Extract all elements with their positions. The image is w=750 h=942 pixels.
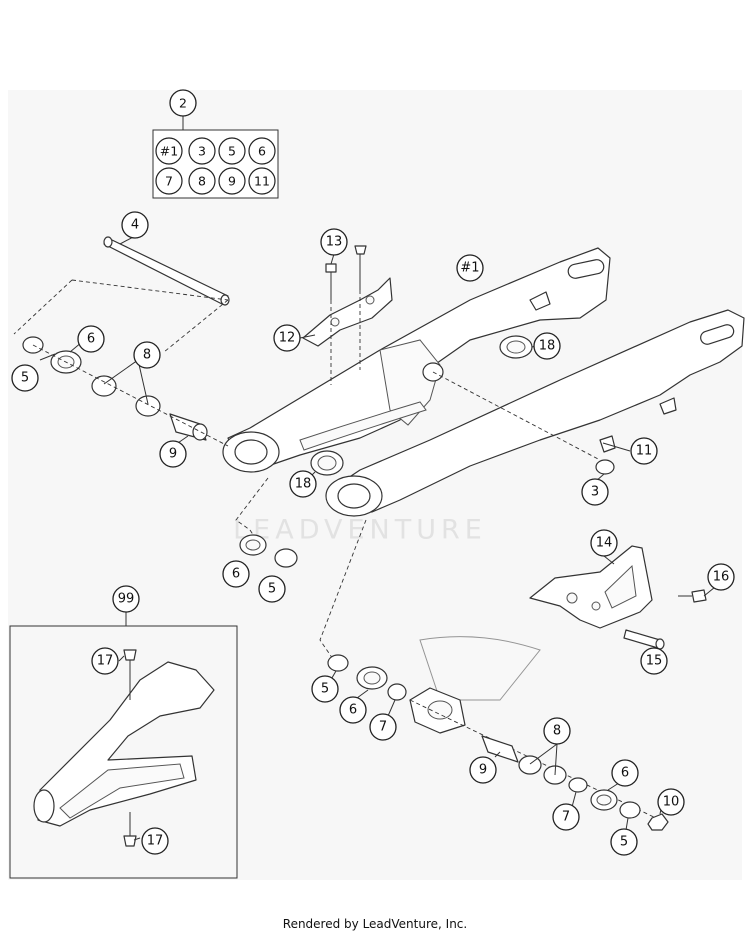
callout-kit-2[interactable]: 2	[169, 89, 197, 117]
svg-text:16: 16	[713, 570, 730, 585]
footer-credit: Rendered by LeadVenture, Inc.	[282, 917, 468, 931]
svg-text:6: 6	[349, 703, 357, 718]
callout-3[interactable]: 3	[581, 478, 609, 506]
kit-item[interactable]: 6	[248, 137, 276, 165]
svg-text:8: 8	[553, 724, 561, 739]
svg-text:13: 13	[326, 235, 343, 250]
callout-10[interactable]: 10	[657, 788, 685, 816]
kit-item[interactable]: 5	[218, 137, 246, 165]
svg-text:17: 17	[147, 834, 164, 849]
svg-text:5: 5	[268, 582, 276, 597]
svg-text:3: 3	[591, 485, 599, 500]
svg-text:4: 4	[131, 218, 139, 233]
callout-8[interactable]: 8	[133, 341, 161, 369]
callout-assembly-1[interactable]: #1	[456, 254, 484, 282]
callout-15[interactable]: 15	[640, 647, 668, 675]
callout-9[interactable]: 9	[469, 756, 497, 784]
seal-part[interactable]	[239, 534, 298, 568]
svg-text:6: 6	[87, 332, 95, 347]
screw-part[interactable]	[678, 589, 707, 603]
svg-text:17: 17	[97, 654, 114, 669]
svg-text:9: 9	[169, 447, 177, 462]
right-bearing-stack-2[interactable]	[481, 735, 669, 831]
svg-text:#1: #1	[160, 144, 178, 159]
svg-text:#1: #1	[460, 261, 479, 276]
callout-5[interactable]: 5	[610, 828, 638, 856]
svg-text:99: 99	[118, 592, 135, 607]
svg-text:3: 3	[198, 144, 206, 159]
svg-text:6: 6	[232, 567, 240, 582]
svg-text:2: 2	[179, 96, 187, 111]
callout-6[interactable]: 6	[77, 325, 105, 353]
callout-8[interactable]: 8	[543, 717, 571, 745]
pivot-axle-part[interactable]	[103, 236, 230, 306]
chain-guide-part[interactable]	[529, 545, 653, 629]
svg-text:5: 5	[321, 682, 329, 697]
callout-18[interactable]: 18	[533, 332, 561, 360]
callout-9[interactable]: 9	[159, 440, 187, 468]
spacer-part[interactable]	[595, 459, 615, 475]
svg-text:9: 9	[479, 763, 487, 778]
svg-text:7: 7	[562, 810, 570, 825]
kit-item[interactable]: 11	[248, 167, 276, 195]
svg-text:14: 14	[596, 536, 613, 551]
callout-4[interactable]: 4	[121, 211, 149, 239]
callouts-layer: 4 13 #1 12 6 5 8 18 9 11 18 3 6 5 14 16 …	[11, 211, 735, 856]
bolt-part[interactable]	[325, 245, 367, 300]
callout-5[interactable]: 5	[258, 575, 286, 603]
callout-12[interactable]: 12	[273, 324, 301, 352]
left-bearing-stack[interactable]	[22, 336, 208, 441]
bushing-part[interactable]	[499, 335, 533, 359]
callout-13[interactable]: 13	[320, 228, 348, 256]
chain-slider-assembly-part[interactable]	[33, 649, 215, 847]
swingarm-detail-part	[409, 636, 541, 734]
callout-99[interactable]: 99	[112, 585, 140, 613]
kit-item[interactable]: 7	[155, 167, 183, 195]
assembly-99-frame	[9, 625, 238, 879]
callout-11[interactable]: 11	[630, 437, 658, 465]
callout-18[interactable]: 18	[289, 470, 317, 498]
callout-7[interactable]: 7	[369, 713, 397, 741]
callout-5[interactable]: 5	[11, 364, 39, 392]
callout-17[interactable]: 17	[91, 647, 119, 675]
svg-text:7: 7	[379, 720, 387, 735]
callout-17[interactable]: 17	[141, 827, 169, 855]
swingarm-part[interactable]	[222, 247, 745, 517]
svg-text:9: 9	[228, 174, 236, 189]
watermark-text: LEADVENTURE	[233, 515, 487, 546]
svg-text:11: 11	[254, 174, 270, 189]
kit-item[interactable]: 3	[188, 137, 216, 165]
callout-6[interactable]: 6	[222, 560, 250, 588]
callout-6[interactable]: 6	[611, 759, 639, 787]
svg-text:8: 8	[198, 174, 206, 189]
svg-text:5: 5	[21, 371, 29, 386]
svg-text:18: 18	[539, 339, 556, 354]
svg-text:11: 11	[636, 444, 653, 459]
callout-7[interactable]: 7	[552, 803, 580, 831]
svg-text:8: 8	[143, 348, 151, 363]
chain-guide-bracket-part[interactable]	[302, 277, 393, 347]
svg-text:7: 7	[165, 174, 173, 189]
svg-text:10: 10	[663, 795, 680, 810]
svg-text:15: 15	[646, 654, 663, 669]
right-bearing-stack[interactable]	[327, 654, 407, 701]
svg-text:6: 6	[621, 766, 629, 781]
bolt-part[interactable]	[623, 629, 665, 650]
bushing-part[interactable]	[310, 450, 344, 476]
kit-contents-box: 2 #1 3 5 6 7 8 9 11	[152, 89, 279, 199]
callout-6[interactable]: 6	[339, 696, 367, 724]
svg-text:5: 5	[228, 144, 236, 159]
callout-16[interactable]: 16	[707, 563, 735, 591]
kit-item[interactable]: #1	[155, 137, 183, 165]
callout-5[interactable]: 5	[311, 675, 339, 703]
svg-text:18: 18	[295, 477, 312, 492]
svg-text:5: 5	[620, 835, 628, 850]
kit-item[interactable]: 9	[218, 167, 246, 195]
callout-14[interactable]: 14	[590, 529, 618, 557]
svg-text:12: 12	[279, 331, 296, 346]
kit-item[interactable]: 8	[188, 167, 216, 195]
svg-text:6: 6	[258, 144, 266, 159]
